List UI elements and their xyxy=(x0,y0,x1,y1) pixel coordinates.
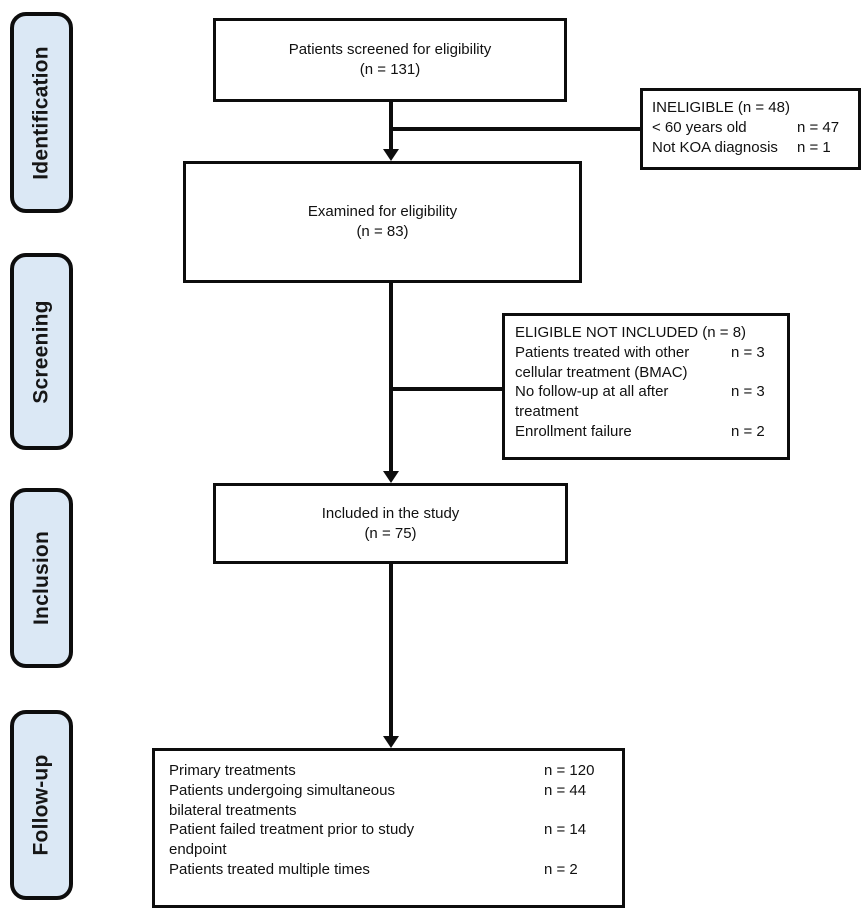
eligible-row-enrollment-failure-value: n = 2 xyxy=(731,422,765,440)
eligible-row-other-treatment-label: Patients treated with other cellular tre… xyxy=(515,343,690,381)
eligible-row-enrollment-failure: Enrollment failure n = 2 xyxy=(515,422,777,442)
ineligible-row-age-value: n = 47 xyxy=(797,118,840,136)
connector-branch-to-eligible-not-included xyxy=(391,387,502,391)
box-patients-screened: Patients screened for eligibility (n = 1… xyxy=(213,18,567,102)
stage-identification-label: Identification xyxy=(29,45,53,180)
box-eligible-not-included: ELIGIBLE NOT INCLUDED (n = 8) Patients t… xyxy=(502,313,790,460)
stage-screening: Screening xyxy=(10,253,73,450)
ineligible-row-age: < 60 years old n = 47 xyxy=(652,118,849,138)
box-included-count: (n = 75) xyxy=(364,524,417,542)
followup-row-multiple-times: Patients treated multiple times n = 2 xyxy=(169,860,608,880)
eligible-row-other-treatment: Patients treated with other cellular tre… xyxy=(515,343,777,383)
eligible-row-no-followup-label: No follow-up at all after treatment xyxy=(515,383,669,421)
box-examined-count: (n = 83) xyxy=(356,223,409,240)
arrowhead-to-included-icon xyxy=(383,471,399,483)
eligible-row-other-treatment-value: n = 3 xyxy=(731,343,765,361)
followup-row-failed-treatment-value: n = 14 xyxy=(544,821,587,839)
followup-row-bilateral-value: n = 44 xyxy=(544,781,587,799)
ineligible-row-diagnosis-label: Not KOA diagnosis xyxy=(652,138,778,156)
followup-row-failed-treatment: Patient failed treatment prior to study … xyxy=(169,820,608,860)
box-ineligible: INELIGIBLE (n = 48) < 60 years old n = 4… xyxy=(640,88,861,170)
eligible-row-no-followup-value: n = 3 xyxy=(731,383,765,401)
box-followup-summary: Primary treatments n = 120 Patients unde… xyxy=(152,748,625,908)
box-patients-screened-title: Patients screened for eligibility xyxy=(288,41,492,59)
eligible-row-no-followup: No follow-up at all after treatment n = … xyxy=(515,382,777,422)
ineligible-row-age-label: < 60 years old xyxy=(652,118,747,136)
followup-row-primary-treatments: Primary treatments n = 120 xyxy=(169,761,608,781)
ineligible-row-diagnosis: Not KOA diagnosis n = 1 xyxy=(652,138,849,158)
ineligible-row-diagnosis-value: n = 1 xyxy=(797,138,831,156)
stage-follow-up: Follow-up xyxy=(10,710,73,900)
followup-row-multiple-times-label: Patients treated multiple times xyxy=(169,860,370,878)
box-ineligible-title: INELIGIBLE (n = 48) xyxy=(652,99,790,116)
followup-row-multiple-times-value: n = 2 xyxy=(544,860,578,878)
stage-inclusion: Inclusion xyxy=(10,488,73,668)
eligible-row-enrollment-failure-label: Enrollment failure xyxy=(515,422,632,440)
stage-identification: Identification xyxy=(10,12,73,213)
box-eligible-not-included-title: ELIGIBLE NOT INCLUDED (n = 8) xyxy=(515,324,747,341)
arrowhead-to-followup-icon xyxy=(383,736,399,748)
stage-follow-up-label: Follow-up xyxy=(29,754,53,856)
stage-screening-label: Screening xyxy=(29,299,53,404)
box-included-title: Included in the study xyxy=(321,504,460,522)
followup-row-bilateral-label: Patients undergoing simultaneous bilater… xyxy=(169,781,395,819)
stage-inclusion-label: Inclusion xyxy=(29,531,53,625)
arrowhead-to-examined-icon xyxy=(383,149,399,161)
followup-row-bilateral: Patients undergoing simultaneous bilater… xyxy=(169,781,608,821)
box-patients-screened-count: (n = 131) xyxy=(359,61,421,78)
box-examined-title: Examined for eligibility xyxy=(307,203,458,221)
followup-row-primary-treatments-label: Primary treatments xyxy=(169,762,296,779)
box-examined-for-eligibility: Examined for eligibility (n = 83) xyxy=(183,161,582,283)
connector-branch-to-ineligible xyxy=(391,127,640,131)
connector-included-to-followup xyxy=(389,564,393,738)
connector-examined-to-included xyxy=(389,283,393,473)
followup-row-failed-treatment-label: Patient failed treatment prior to study … xyxy=(169,821,415,859)
followup-row-primary-treatments-value: n = 120 xyxy=(544,762,595,779)
box-included-in-study: Included in the study (n = 75) xyxy=(213,483,568,564)
